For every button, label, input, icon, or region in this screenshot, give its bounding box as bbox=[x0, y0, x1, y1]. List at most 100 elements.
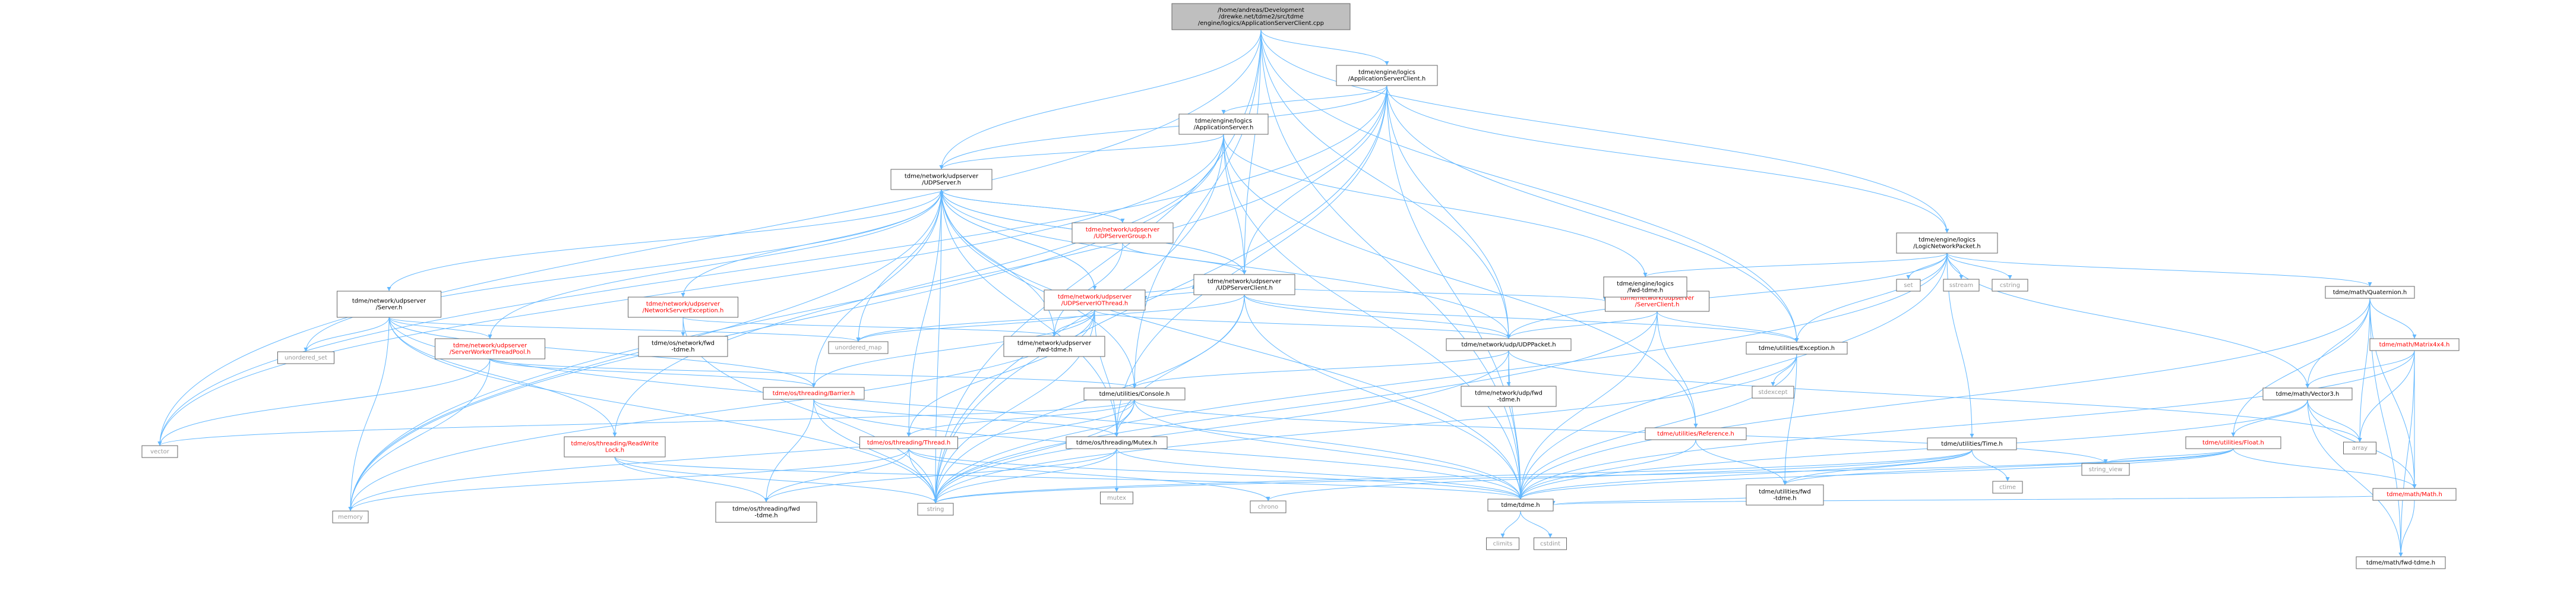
edge-udpserver_h-to-tdme_h bbox=[941, 189, 1523, 500]
node-box bbox=[1178, 113, 1269, 135]
node-udp-fwd-h[interactable]: tdme/network/udp/fwd-tdme.h bbox=[1461, 386, 1557, 407]
edge-float_h-to-tdme_h bbox=[1518, 448, 2234, 500]
node-unordered-map[interactable]: unordered_map bbox=[828, 341, 889, 354]
node-asc-h[interactable]: tdme/engine/logics/ApplicationServerClie… bbox=[1336, 65, 1438, 86]
edge-lnp_h-to-sstream bbox=[1946, 253, 1964, 280]
node-label: sstream bbox=[1949, 282, 1973, 289]
edge-asc_h-to-as_h bbox=[1221, 85, 1387, 115]
edge-console_h-to-memory bbox=[348, 399, 1135, 512]
node-layer: /home/andreas/Development/drewke.net/tdm… bbox=[141, 3, 2460, 569]
node-mutex[interactable]: mutex bbox=[1100, 491, 1133, 504]
node-utilfwd-h[interactable]: tdme/utilities/fwd-tdme.h bbox=[1746, 484, 1824, 506]
node-mathfwd-h[interactable]: tdme/math/fwd-tdme.h bbox=[2356, 556, 2446, 569]
edge-server_h-to-memory bbox=[348, 317, 390, 512]
node-udpservergroup-h[interactable]: tdme/network/udpserver/UDPServerGroup.h bbox=[1072, 222, 1174, 244]
edge-server_h-to-workerpool_h bbox=[388, 317, 492, 339]
node-vec3-h[interactable]: tdme/math/Vector3.h bbox=[2262, 387, 2353, 400]
node-workerpool-h[interactable]: tdme/network/udpserver/ServerWorkerThrea… bbox=[435, 338, 545, 359]
edge-lnp_h-to-cstring bbox=[1946, 253, 2012, 280]
node-label: tdme/network/udp/fwd bbox=[1475, 390, 1543, 397]
edge-udpserverio_h-to-unordered_map bbox=[856, 310, 1095, 342]
node-label: tdme/os/network/fwd bbox=[652, 340, 715, 347]
node-server-h[interactable]: tdme/network/udpserver/Server.h bbox=[337, 291, 441, 318]
edge-netserverexc_h-to-udpfwd_h bbox=[682, 317, 1057, 337]
edge-server_h-to-tdme_h bbox=[388, 317, 1523, 500]
node-sstream[interactable]: sstream bbox=[1943, 279, 1980, 292]
node-lnp-h[interactable]: tdme/engine/logics/LogicNetworkPacket.h bbox=[1896, 232, 1998, 254]
node-label: tdme/network/udpserver bbox=[1058, 294, 1132, 301]
node-udpserverclient-h[interactable]: tdme/network/udpserver/UDPServerClient.h bbox=[1193, 274, 1295, 295]
edge-vec3_h-to-mathfwd_h bbox=[2307, 399, 2403, 557]
node-string[interactable]: string bbox=[917, 503, 954, 516]
node-label: /UDPServerGroup.h bbox=[1093, 234, 1151, 240]
node-climits[interactable]: climits bbox=[1486, 537, 1519, 550]
node-unordered-set[interactable]: unordered_set bbox=[277, 351, 334, 364]
node-exception-h[interactable]: tdme/utilities/Exception.h bbox=[1746, 342, 1848, 355]
node-udpfwd-h[interactable]: tdme/network/udpserver/fwd-tdme.h bbox=[1003, 336, 1105, 357]
node-root[interactable]: /home/andreas/Development/drewke.net/tdm… bbox=[1171, 3, 1351, 30]
edge-float_h-to-math_h bbox=[2233, 448, 2417, 489]
node-box bbox=[2356, 556, 2446, 569]
edge-udpserver_h-to-unordered_map bbox=[856, 189, 942, 342]
node-label: /ServerWorkerThreadPool.h bbox=[450, 349, 531, 356]
node-array[interactable]: array bbox=[2343, 441, 2376, 455]
edge-workerpool_h-to-barrier_h bbox=[489, 358, 816, 388]
edge-exception_h-to-string bbox=[933, 354, 1797, 504]
node-box bbox=[1072, 222, 1174, 244]
node-time-h[interactable]: tdme/utilities/Time.h bbox=[1927, 437, 2017, 450]
node-set[interactable]: set bbox=[1896, 279, 1921, 292]
edge-console_h-to-string_view bbox=[1134, 399, 2108, 464]
node-label: tdme/network/udpserver bbox=[1208, 279, 1282, 285]
node-thread-h[interactable]: tdme/os/threading/Thread.h bbox=[859, 436, 958, 449]
node-quat-h[interactable]: tdme/math/Quaternion.h bbox=[2325, 286, 2415, 299]
node-box bbox=[2325, 286, 2415, 299]
edge-root-to-lnp_h bbox=[1260, 29, 1949, 234]
edge-udppacket_h-to-string bbox=[933, 350, 1509, 504]
edge-tdme_h-to-climits bbox=[1500, 510, 1521, 538]
edge-as_h-to-string bbox=[933, 134, 1224, 504]
node-string-view[interactable]: string_view bbox=[2081, 463, 2130, 476]
edge-vec3_h-to-tdme_h bbox=[1518, 399, 2308, 500]
node-threadfwd-h[interactable]: tdme/os/threading/fwd-tdme.h bbox=[715, 502, 817, 523]
node-box bbox=[1486, 537, 1519, 550]
node-udppacket-h[interactable]: tdme/network/udp/UDPPacket.h bbox=[1446, 338, 1572, 351]
edge-serverclient_h-to-tdme_h bbox=[1518, 311, 1658, 500]
node-box bbox=[1100, 491, 1133, 504]
node-netserverexc-h[interactable]: tdme/network/udpserver/NetworkServerExce… bbox=[628, 297, 738, 318]
edge-asc_h-to-udpserverclient_h bbox=[1242, 85, 1387, 275]
node-cstdint[interactable]: cstdint bbox=[1534, 537, 1567, 550]
node-cstring[interactable]: cstring bbox=[1992, 279, 2028, 292]
node-console-h[interactable]: tdme/utilities/Console.h bbox=[1083, 387, 1186, 400]
node-as-h[interactable]: tdme/engine/logics/ApplicationServer.h bbox=[1178, 113, 1269, 135]
node-barrier-h[interactable]: tdme/os/threading/Barrier.h bbox=[763, 387, 865, 400]
node-box bbox=[1896, 232, 1998, 254]
node-box bbox=[638, 336, 728, 357]
node-box bbox=[1487, 499, 1554, 512]
node-udpserver-h[interactable]: tdme/network/udpserver/UDPServer.h bbox=[890, 169, 993, 190]
node-math-h[interactable]: tdme/math/Math.h bbox=[2372, 488, 2457, 501]
node-netfwd-h[interactable]: tdme/os/network/fwd-tdme.h bbox=[638, 336, 728, 357]
node-logicsfwd-h[interactable]: tdme/engine/logics/fwd-tdme.h bbox=[1603, 276, 1687, 298]
node-mat4-h[interactable]: tdme/math/Matrix4x4.h bbox=[2369, 338, 2460, 351]
edge-asc_h-to-vector bbox=[157, 85, 1387, 446]
node-ctime[interactable]: ctime bbox=[1992, 481, 2023, 494]
node-label: stdexcept bbox=[1758, 389, 1787, 396]
edge-root-to-udpserver_h bbox=[939, 29, 1262, 170]
node-label: Lock.h bbox=[605, 447, 624, 454]
node-mutex-h[interactable]: tdme/os/threading/Mutex.h bbox=[1066, 436, 1168, 449]
edge-rwlock_h-to-string bbox=[614, 456, 938, 504]
node-memory[interactable]: memory bbox=[332, 510, 369, 523]
node-chrono[interactable]: chrono bbox=[1250, 500, 1287, 513]
edge-float_h-to-string_view bbox=[2103, 448, 2234, 464]
node-reference-h[interactable]: tdme/utilities/Reference.h bbox=[1645, 427, 1747, 440]
edge-udpservergroup_h-to-udpserverclient_h bbox=[1122, 242, 1247, 275]
node-tdme-h[interactable]: tdme/tdme.h bbox=[1487, 499, 1554, 512]
node-label: /UDPServer.h bbox=[922, 180, 961, 187]
edge-udpserver_h-to-console_h bbox=[941, 189, 1137, 389]
node-udpserverio-h[interactable]: tdme/network/udpserver/UDPServerIOThread… bbox=[1044, 289, 1146, 311]
node-float-h[interactable]: tdme/utilities/Float.h bbox=[2185, 436, 2281, 449]
node-stdexcept[interactable]: stdexcept bbox=[1752, 386, 1794, 399]
node-vector[interactable]: vector bbox=[141, 445, 178, 458]
edge-as_h-to-logicsfwd_h bbox=[1223, 134, 1648, 277]
